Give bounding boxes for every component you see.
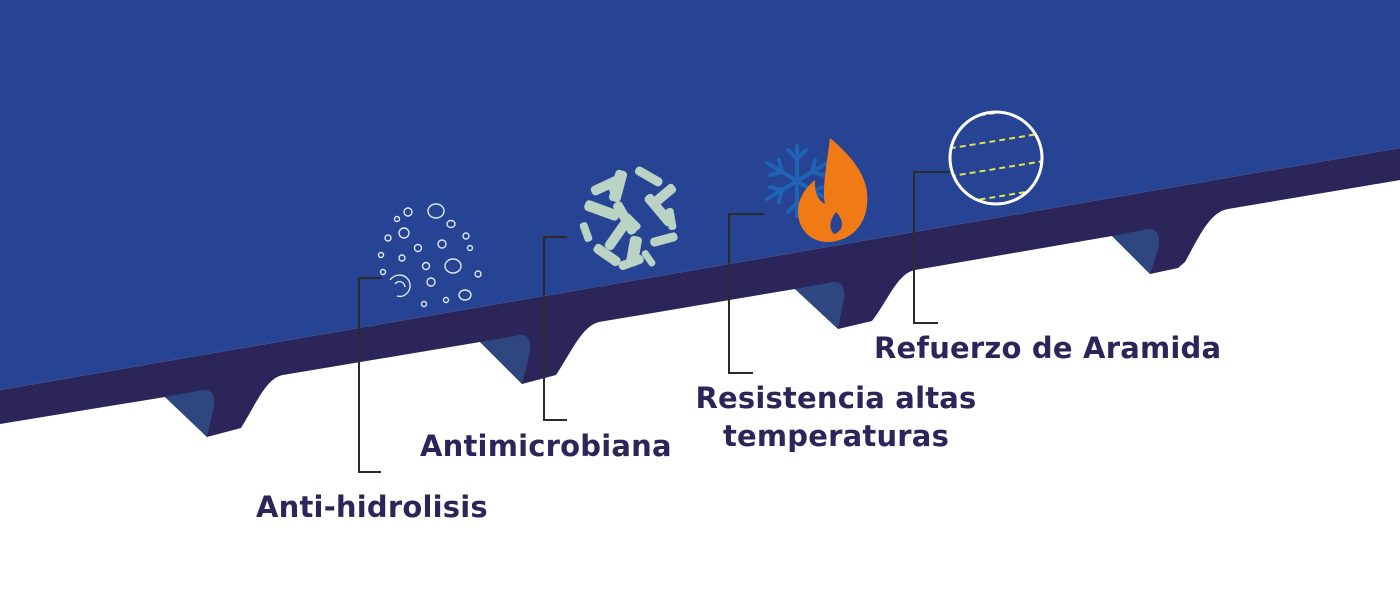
belt-top-surface [0,0,1400,390]
label-antimicrobial: Antimicrobiana [420,429,672,463]
leader-line-aramid [913,171,950,324]
leader-line-anti-hydrolysis [358,277,382,473]
microbe-icon [579,166,678,271]
leader-line-antimicrobial [543,236,567,421]
label-high-temperature: Resistencia altas temperaturas [693,379,979,455]
belt-backing [0,148,1400,437]
label-high-temperature-line2: temperaturas [722,419,950,453]
belt-tooth [795,281,845,329]
leader-line-high-temperature [728,213,764,374]
label-aramid-reinforcement: Refuerzo de Aramida [874,331,1222,365]
flame-icon [797,138,868,243]
belt-tooth [1112,228,1160,274]
snowflake-flame-icon [765,138,868,243]
label-anti-hydrolysis: Anti-hidrolisis [256,490,488,524]
label-high-temperature-line1: Resistencia altas [695,381,977,415]
belt-tooth [480,334,531,384]
belt-tooth [165,389,215,437]
water-droplets-icon [377,203,482,308]
